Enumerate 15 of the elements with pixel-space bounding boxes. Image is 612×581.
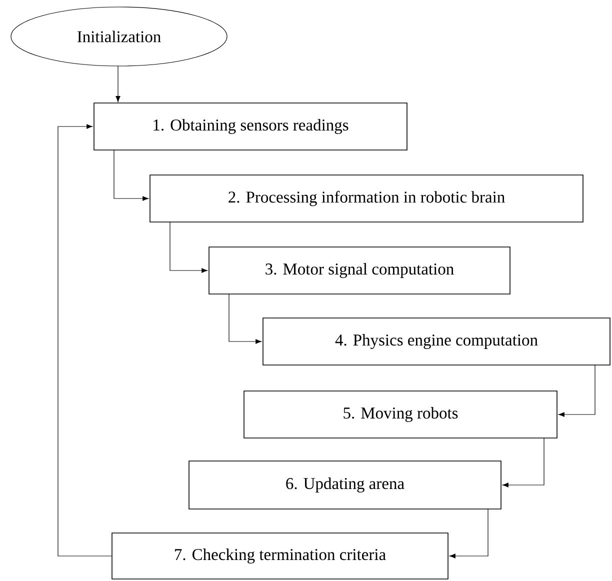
process-box: 5. Moving robots [244,390,558,438]
process-box: 6. Updating arena [188,460,502,510]
arrow [58,124,112,556]
process-box: 4. Physics engine computation [262,318,610,366]
process-box: 2. Processing information in robotic brain [150,174,584,222]
arrow [228,294,262,344]
process-box: 7. Checking termination criteria [112,532,448,580]
arrow [449,508,488,558]
arrow [558,364,596,417]
arrow [114,150,149,201]
arrow [502,438,544,488]
arrow [170,222,208,273]
process-box: 3. Motor signal computation [208,246,510,294]
arrow [116,66,120,102]
process-box: 1. Obtaining sensors readings [94,102,408,150]
